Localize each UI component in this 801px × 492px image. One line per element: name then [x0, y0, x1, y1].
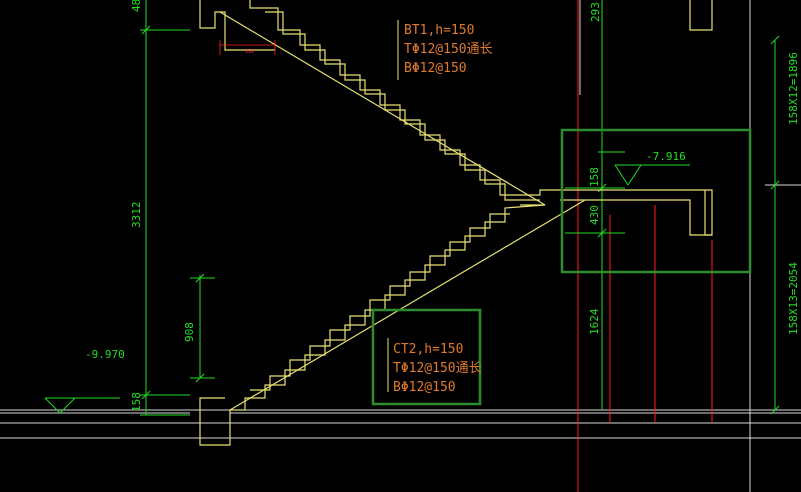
- floor-lines: [0, 184, 801, 439]
- level-bottom: -9.970: [85, 348, 125, 361]
- dim-3312: 3312: [130, 202, 143, 229]
- dim-430: 430: [588, 205, 601, 225]
- dim-158-bottom: 158: [130, 392, 143, 412]
- bt1-label-line1: BT1,h=150: [404, 23, 474, 38]
- stair-outline: [199, 0, 713, 446]
- ct2-label-line3: BΦ12@150: [393, 380, 456, 395]
- ct2-label-line1: CT2,h=150: [393, 342, 463, 357]
- dim-right-upper: 158X12=1896: [787, 52, 800, 125]
- bt1-label-line3: BΦ12@150: [404, 61, 467, 76]
- landing-highlight-box[interactable]: [560, 128, 752, 274]
- bt1-label-line2: TΦ12@150通长: [404, 42, 493, 57]
- dim-48: 48: [130, 0, 143, 12]
- dim-1624: 1624: [588, 308, 601, 335]
- level-top: -7.916: [646, 150, 686, 163]
- ct2-label-line2: TΦ12@150通长: [393, 361, 482, 376]
- dim-908: 908: [183, 322, 196, 342]
- small-dimension-text: 350: [245, 49, 254, 55]
- dimension-lines: [44, 0, 780, 416]
- small-dimension: [219, 40, 276, 55]
- dim-293: 293: [589, 2, 602, 22]
- dim-158-landing: 158: [588, 167, 601, 187]
- structure-lines: [577, 0, 751, 492]
- rebar-lines: [577, 0, 713, 492]
- dim-right-lower: 158X13=2054: [787, 262, 800, 335]
- ct2-highlight-box[interactable]: [371, 308, 482, 406]
